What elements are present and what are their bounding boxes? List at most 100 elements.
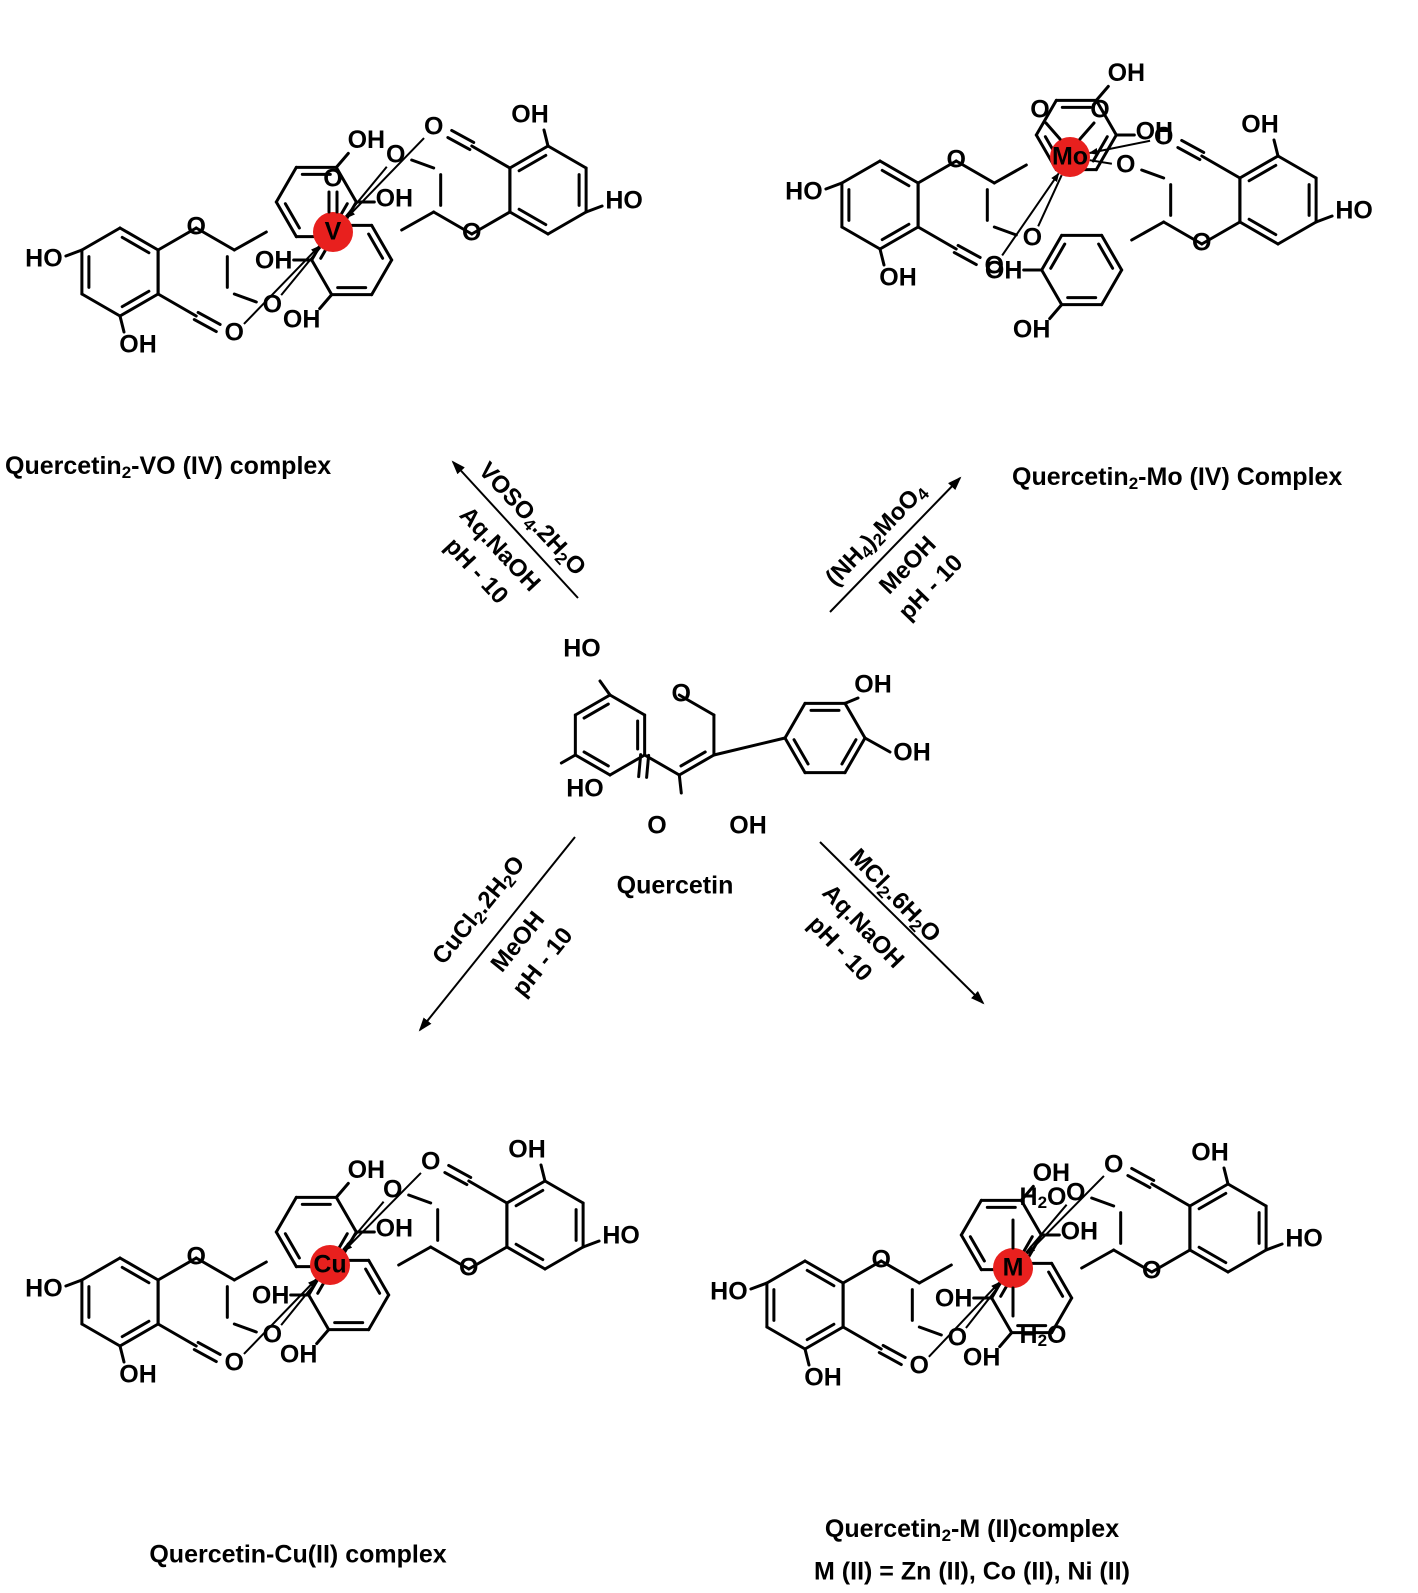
c-ring-bond — [467, 1245, 509, 1271]
cu-coordination-bond — [243, 1278, 317, 1355]
oh-bond — [118, 1344, 126, 1364]
m-coordination-bond — [965, 1283, 1002, 1329]
mo-metal-label: Mo — [1052, 143, 1088, 171]
ring-bond — [505, 1179, 547, 1205]
ring-oxygen-label: O — [462, 219, 481, 247]
carbonyl-bond — [1130, 1166, 1156, 1182]
ring-bond — [803, 1259, 845, 1285]
ring-bond — [118, 1256, 160, 1282]
carbonyl-bond — [1180, 138, 1206, 154]
ring-double-bond — [805, 1268, 836, 1288]
carbonyl-bond — [443, 1171, 469, 1187]
ring-bond — [546, 144, 588, 170]
b-ring-bond — [367, 1258, 391, 1297]
oh-bond — [1019, 1184, 1035, 1202]
b-ring-double-bond — [283, 202, 301, 230]
m-definition-note: M (II) = Zn (II), Co (II), Ni (II) — [814, 1558, 1130, 1586]
c3-o-bond — [1090, 1196, 1116, 1208]
vo-coordination-bond — [344, 166, 388, 218]
oh-bond — [64, 248, 84, 258]
ring-bond — [118, 226, 160, 252]
vo-coordination-bond — [243, 245, 320, 325]
oh-bond — [749, 1281, 769, 1291]
b-ring-bond — [1094, 133, 1118, 172]
b-ring-oh-label: OH — [283, 305, 321, 333]
m-coordination-bond — [1026, 1175, 1105, 1255]
b-ring-oh-label: OH — [1061, 1218, 1099, 1246]
cu-metal-label: Cu — [313, 1251, 346, 1279]
c3-oxygen-label: O — [1116, 151, 1135, 179]
ring-double-bond — [514, 1188, 545, 1208]
ring-bond — [546, 210, 588, 236]
ring-double-bond — [120, 289, 151, 309]
oh-bond — [998, 1331, 1014, 1349]
quercetin-carbonyl-oxygen: O — [647, 812, 666, 840]
mo-complex-caption: Quercetin2-Mo (IV) Complex — [1012, 463, 1342, 494]
b-ring-double-bond — [1049, 242, 1067, 270]
oh-bond — [559, 753, 577, 765]
carbonyl-oxygen-label: O — [224, 1349, 243, 1377]
ring-double-bond — [880, 222, 911, 242]
oh-bond — [878, 247, 886, 267]
c2-c3-double-bond — [679, 750, 707, 768]
carbonyl-oxygen-label: O — [909, 1352, 928, 1380]
carbonyl-bond — [877, 1351, 903, 1367]
ring-double-bond — [517, 153, 548, 173]
carbonyl-oxygen-label: O — [1154, 123, 1173, 151]
m-metal-label: M — [1003, 1254, 1024, 1282]
c-ring-bond — [1150, 1248, 1192, 1274]
mo-coordination-bond — [1001, 172, 1060, 257]
cu-complex-caption: Quercetin-Cu(II) complex — [149, 1541, 446, 1569]
oh-bond — [1048, 303, 1064, 321]
quercetin-oh-7: HO — [563, 635, 601, 663]
carbonyl-oxygen-label: O — [1104, 1151, 1123, 1179]
aqua-ligand-top: H2O — [1020, 1183, 1067, 1213]
a-ring-oh-label: OH — [1241, 111, 1279, 139]
c3-oxygen-label: O — [263, 1321, 282, 1349]
b-ring-link — [232, 230, 268, 252]
quercetin-oh-5: HO — [566, 775, 604, 803]
c-ring-bond — [156, 292, 198, 318]
a-ring-oh-label: HO — [1335, 197, 1373, 225]
vanadyl-oxo-label: O — [323, 165, 342, 193]
cu-coordination-bond — [342, 1201, 385, 1251]
a-ring-oh-label: OH — [119, 1361, 157, 1389]
b-ring-bond — [1094, 98, 1118, 137]
c-ring-bond — [677, 693, 716, 717]
b-ring-link — [992, 163, 1028, 185]
b-ring-link — [712, 736, 787, 757]
b-ring-oh-label: OH — [1136, 118, 1174, 146]
b-ring-oh-label: OH — [1013, 315, 1050, 343]
oh-bond — [598, 679, 612, 697]
b-ring-bond — [274, 200, 298, 239]
b-ring-double-bond — [840, 738, 858, 766]
c-ring-bond — [470, 210, 512, 236]
b-ring-link — [400, 210, 436, 232]
carbonyl-bond — [956, 243, 982, 259]
oh-bond — [843, 696, 860, 705]
b-ring-bond — [783, 736, 807, 775]
mo-coordination-bond — [1037, 174, 1063, 227]
cu-coordination-bond — [280, 1279, 319, 1326]
b-ring-bond — [307, 1293, 331, 1332]
b-ring-bond — [370, 258, 394, 297]
b-ring-oh-label: OH — [252, 1282, 290, 1310]
b-ring-bond — [1050, 1261, 1074, 1300]
b-ring-link — [1080, 1248, 1116, 1270]
c3-oxygen-label: O — [383, 1176, 402, 1204]
m-complex-caption: Quercetin2-M (II)complex — [825, 1515, 1119, 1546]
b-ring-double-bond — [1097, 242, 1115, 270]
ring-oxygen-label: O — [871, 1246, 890, 1274]
b-ring-oh-label: OH — [963, 1343, 1001, 1371]
oh-bond — [334, 1181, 350, 1199]
b-ring-link — [1130, 220, 1166, 242]
oh-bond — [1272, 138, 1280, 158]
ring-double-bond — [582, 750, 610, 768]
carbonyl-oxygen-label: O — [984, 252, 1003, 280]
oh-bond — [584, 204, 604, 214]
